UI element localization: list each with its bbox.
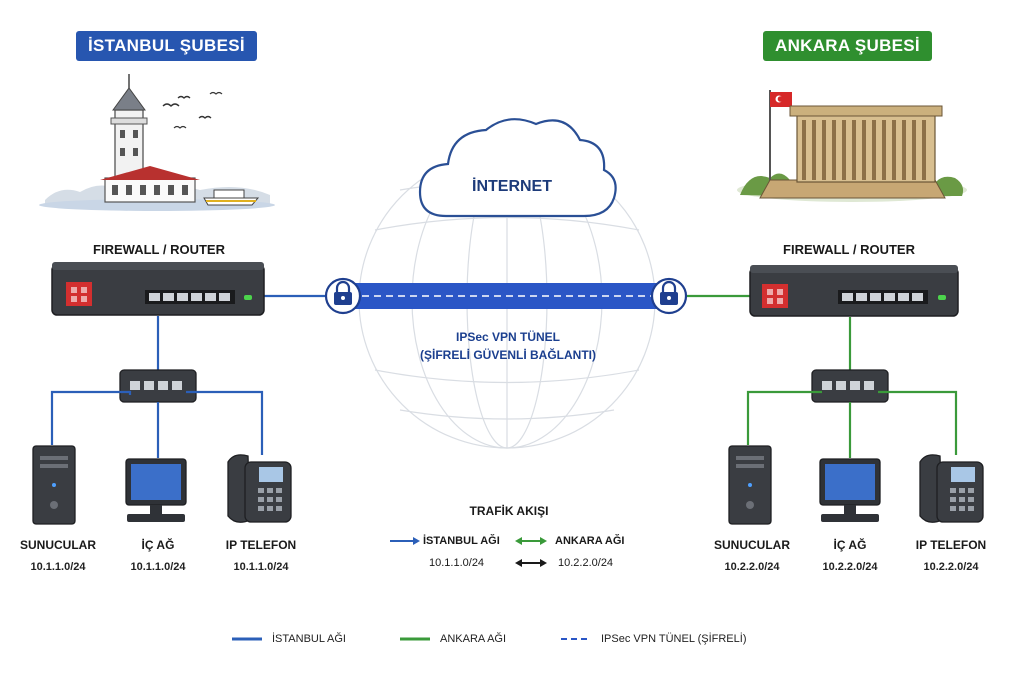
computer-icon	[125, 458, 187, 522]
istanbul-switch	[119, 369, 197, 403]
legend-ankara-text: ANKARA AĞI	[440, 633, 507, 645]
legend-vpn-text: IPSec VPN TÜNEL (ŞİFRELİ)	[601, 633, 747, 645]
ankara-phone-label: IP TELEFON	[915, 538, 987, 552]
lock-icon	[324, 277, 362, 315]
ankara-firewall	[749, 265, 959, 317]
istanbul-landmark-icon	[39, 74, 275, 211]
ip-phone-icon	[227, 454, 292, 523]
server-icon	[728, 445, 772, 525]
ip-phone-icon	[919, 454, 984, 523]
ankara-lan-label: İÇ AĞ	[833, 538, 867, 552]
tunnel-sublabel: (ŞİFRELİ GÜVENLİ BAĞLANTI)	[420, 348, 596, 362]
traffic-istanbul-network: İSTANBUL AĞI	[423, 535, 500, 547]
istanbul-lan-label: İÇ AĞ	[141, 538, 175, 552]
ankara-switch	[811, 369, 889, 403]
traffic-flow-title: TRAFİK AKIŞI	[469, 504, 549, 518]
ankara-firewall-label: FIREWALL / ROUTER	[783, 242, 915, 257]
computer-icon	[819, 458, 881, 522]
ankara-lan-ip: 10.2.2.0/24	[822, 561, 878, 573]
ankara-phone-ip: 10.2.2.0/24	[923, 561, 979, 573]
traffic-istanbul-ip: 10.1.1.0/24	[429, 557, 485, 569]
istanbul-phone-ip: 10.1.1.0/24	[233, 561, 289, 573]
istanbul-firewall	[51, 262, 265, 316]
istanbul-servers-label: SUNUCULAR	[20, 538, 96, 552]
istanbul-branch-title: İSTANBUL ŞUBESİ	[76, 31, 257, 61]
ankara-branch-title: ANKARA ŞUBESİ	[763, 31, 932, 61]
traffic-ankara-network: ANKARA AĞI	[555, 535, 625, 547]
ankara-servers-label: SUNUCULAR	[714, 538, 790, 552]
server-icon	[32, 445, 76, 525]
lock-icon	[650, 277, 688, 315]
istanbul-firewall-label: FIREWALL / ROUTER	[93, 242, 225, 257]
cloud-icon	[418, 118, 617, 218]
internet-label: İNTERNET	[472, 178, 552, 195]
traffic-ankara-ip: 10.2.2.0/24	[558, 557, 614, 569]
ankara-servers-ip: 10.2.2.0/24	[724, 561, 780, 573]
istanbul-phone-label: IP TELEFON	[225, 538, 297, 552]
ankara-landmark-icon	[737, 90, 967, 202]
traffic-arrows	[390, 537, 547, 567]
tunnel-label: IPSec VPN TÜNEL	[455, 330, 561, 344]
istanbul-lan-ip: 10.1.1.0/24	[130, 561, 186, 573]
istanbul-servers-ip: 10.1.1.0/24	[30, 561, 86, 573]
vpn-tunnel	[342, 283, 670, 309]
legend-istanbul-text: İSTANBUL AĞI	[272, 633, 346, 645]
